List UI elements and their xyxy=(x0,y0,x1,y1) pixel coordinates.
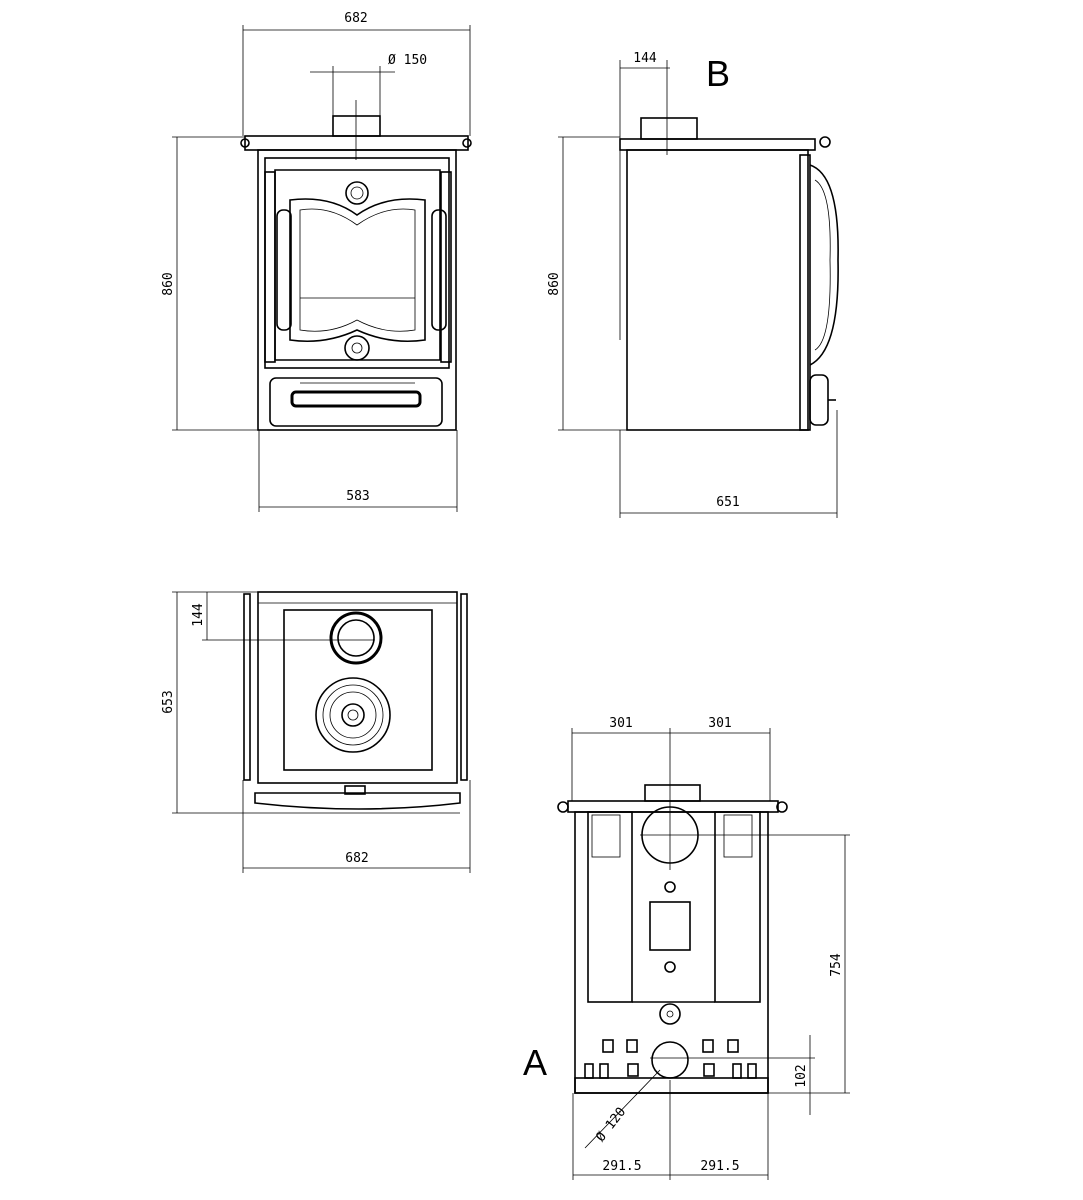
back-view xyxy=(557,784,788,1094)
side-view xyxy=(619,117,839,431)
top-width-label: 682 xyxy=(345,851,368,866)
top-depth-label: 653 xyxy=(161,690,176,713)
back-base-half-right-label: 291.5 xyxy=(700,1159,739,1174)
side-height-label: 860 xyxy=(547,272,562,295)
front-width-base-label: 583 xyxy=(346,489,369,504)
front-view xyxy=(240,115,472,431)
front-view-dimensions: 682 Ø 150 860 583 xyxy=(161,11,471,512)
view-label-a: A xyxy=(523,1042,547,1083)
front-flue-diameter-label: Ø 150 xyxy=(388,53,427,68)
front-height-label: 860 xyxy=(161,272,176,295)
back-half-width-left-label: 301 xyxy=(609,716,632,731)
top-view xyxy=(243,591,468,810)
view-label-b: B xyxy=(706,53,730,94)
back-inlet-diameter-label: Ø 120 xyxy=(593,1105,629,1145)
back-base-half-left-label: 291.5 xyxy=(602,1159,641,1174)
front-width-top-label: 682 xyxy=(344,11,367,26)
back-inlet-height-label: 102 xyxy=(794,1064,809,1087)
side-view-dimensions: 144 B 860 651 xyxy=(547,51,838,518)
back-half-width-right-label: 301 xyxy=(708,716,731,731)
side-flue-offset-label: 144 xyxy=(633,51,657,66)
top-view-dimensions: 144 653 682 xyxy=(161,591,471,873)
side-depth-label: 651 xyxy=(716,495,739,510)
top-flue-offset-label: 144 xyxy=(191,603,206,627)
back-outlet-height-label: 754 xyxy=(829,953,844,977)
